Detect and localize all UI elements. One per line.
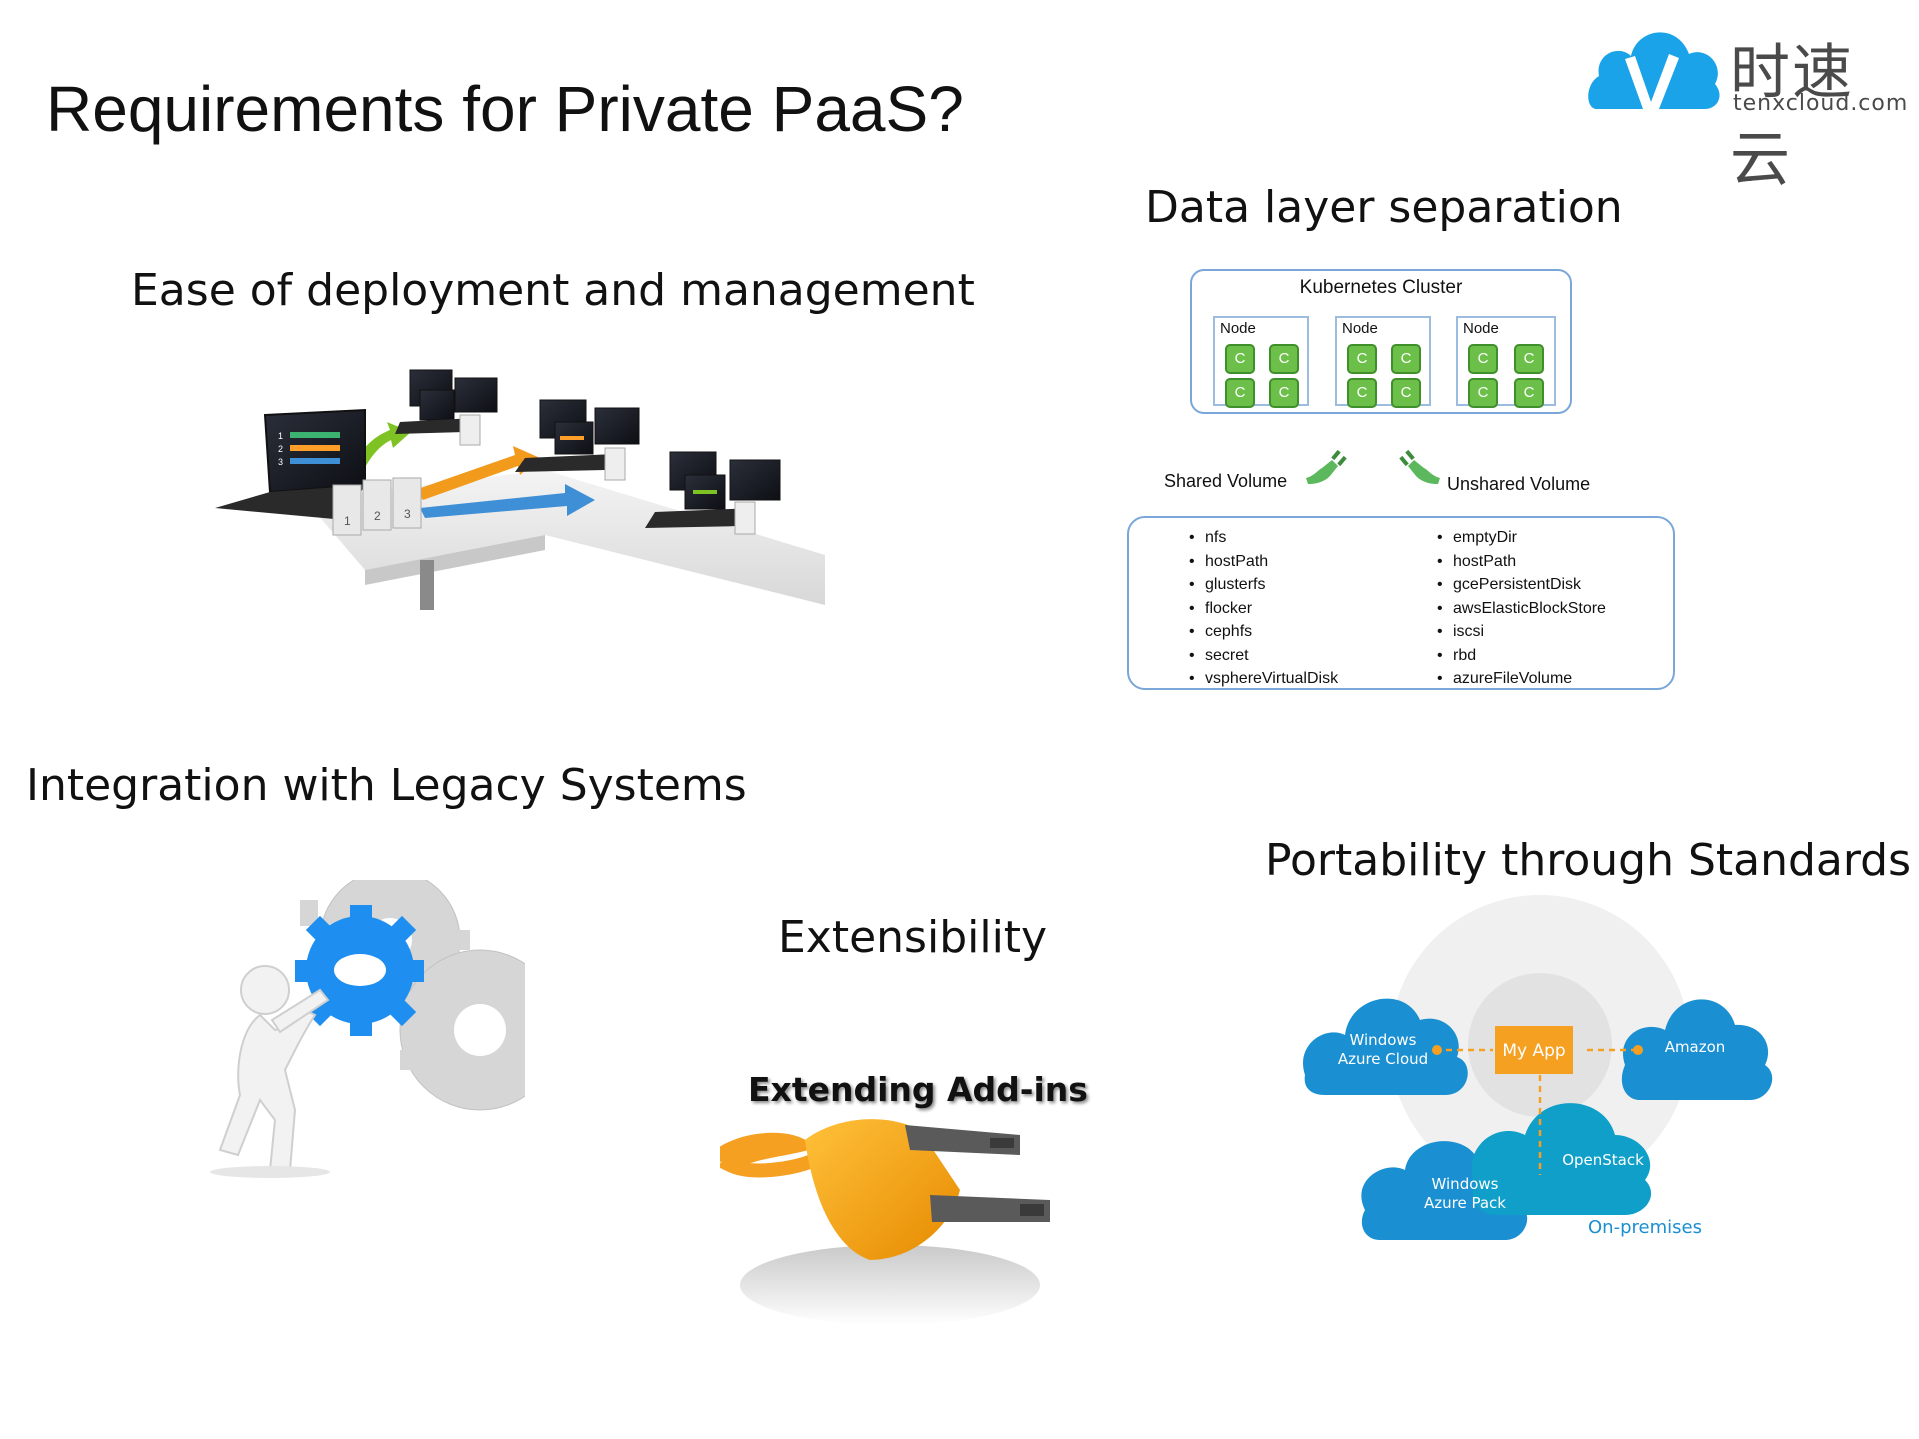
windows-azure-pack-label: Azure Pack bbox=[1424, 1194, 1506, 1212]
node-box: Node C C C C bbox=[1335, 316, 1431, 408]
screen-number: 3 bbox=[278, 457, 283, 467]
gear-person-illustration bbox=[210, 880, 530, 1180]
node-label: Node bbox=[1342, 320, 1378, 337]
list-item: azureFileVolume bbox=[1437, 667, 1606, 691]
list-item: rbd bbox=[1437, 644, 1606, 668]
list-item: hostPath bbox=[1437, 550, 1606, 574]
container-icon: C bbox=[1347, 378, 1377, 408]
list-item: secret bbox=[1189, 644, 1338, 668]
list-item: hostPath bbox=[1189, 550, 1338, 574]
node-box: Node C C C C bbox=[1213, 316, 1309, 408]
amazon-label: Amazon bbox=[1665, 1038, 1726, 1056]
screen-number: 2 bbox=[278, 444, 283, 454]
container-icon: C bbox=[1468, 344, 1498, 374]
windows-azure-pack-label: Windows bbox=[1432, 1175, 1499, 1193]
extending-addins-caption: Extending Add-ins bbox=[748, 1070, 1088, 1109]
container-icon: C bbox=[1514, 378, 1544, 408]
shared-volume-list: nfs hostPath glusterfs flocker cephfs se… bbox=[1189, 526, 1338, 691]
volumes-box: nfs hostPath glusterfs flocker cephfs se… bbox=[1127, 516, 1675, 690]
list-item: flocker bbox=[1189, 597, 1338, 621]
slide-title: Requirements for Private PaaS? bbox=[46, 73, 964, 145]
deployment-illustration: 1 2 3 1 2 3 bbox=[215, 369, 825, 610]
plug-illustration bbox=[720, 1119, 1050, 1325]
container-icon: C bbox=[1391, 344, 1421, 374]
node-label: Node bbox=[1463, 320, 1499, 337]
list-item: awsElasticBlockStore bbox=[1437, 597, 1606, 621]
package-number: 1 bbox=[344, 514, 351, 528]
unshared-volume-list: emptyDir hostPath gcePersistentDisk awsE… bbox=[1437, 526, 1606, 691]
heading-portability: Portability through Standards bbox=[1265, 835, 1912, 886]
kubernetes-cluster-box: Kubernetes Cluster Node C C C C Node C C… bbox=[1190, 269, 1572, 414]
list-item: cephfs bbox=[1189, 620, 1338, 644]
plug-icon bbox=[1306, 449, 1347, 484]
list-item: nfs bbox=[1189, 526, 1338, 550]
heading-integration: Integration with Legacy Systems bbox=[26, 760, 747, 811]
container-icon: C bbox=[1225, 344, 1255, 374]
list-item: gcePersistentDisk bbox=[1437, 573, 1606, 597]
tenxcloud-logo: 时速云 tenxcloud.com bbox=[1585, 14, 1909, 195]
screen-number: 1 bbox=[278, 431, 283, 441]
logo-chinese-text: 时速云 bbox=[1730, 38, 1854, 195]
openstack-label: OpenStack bbox=[1562, 1151, 1644, 1169]
container-icon: C bbox=[1225, 378, 1255, 408]
cloud-logo-icon bbox=[1588, 32, 1720, 109]
list-item: emptyDir bbox=[1437, 526, 1606, 550]
list-item: vsphereVirtualDisk bbox=[1189, 667, 1338, 691]
on-premises-label: On-premises bbox=[1588, 1217, 1702, 1238]
heading-data-layer: Data layer separation bbox=[1145, 182, 1623, 233]
container-icon: C bbox=[1468, 378, 1498, 408]
node-label: Node bbox=[1220, 320, 1256, 337]
my-app-label: My App bbox=[1502, 1041, 1565, 1061]
container-icon: C bbox=[1391, 378, 1421, 408]
package-number: 2 bbox=[374, 509, 381, 523]
container-icon: C bbox=[1514, 344, 1544, 374]
plug-icon bbox=[1399, 449, 1440, 484]
container-icon: C bbox=[1269, 344, 1299, 374]
heading-extensibility: Extensibility bbox=[778, 912, 1048, 963]
logo-english-text: tenxcloud.com bbox=[1733, 91, 1909, 116]
shared-volume-label: Shared Volume bbox=[1164, 471, 1288, 491]
container-icon: C bbox=[1347, 344, 1377, 374]
package-number: 3 bbox=[404, 507, 411, 521]
windows-azure-cloud-label: Windows bbox=[1350, 1031, 1417, 1049]
container-icon: C bbox=[1269, 378, 1299, 408]
windows-azure-cloud-label: Azure Cloud bbox=[1338, 1050, 1428, 1068]
node-box: Node C C C C bbox=[1456, 316, 1556, 408]
unshared-volume-label: Unshared Volume bbox=[1447, 474, 1591, 494]
list-item: iscsi bbox=[1437, 620, 1606, 644]
heading-deployment: Ease of deployment and management bbox=[131, 265, 975, 316]
hybrid-cloud-illustration: My App Windows Azure Cloud Amazon OpenSt… bbox=[1303, 895, 1773, 1240]
cluster-label: Kubernetes Cluster bbox=[1299, 277, 1463, 298]
list-item: glusterfs bbox=[1189, 573, 1338, 597]
